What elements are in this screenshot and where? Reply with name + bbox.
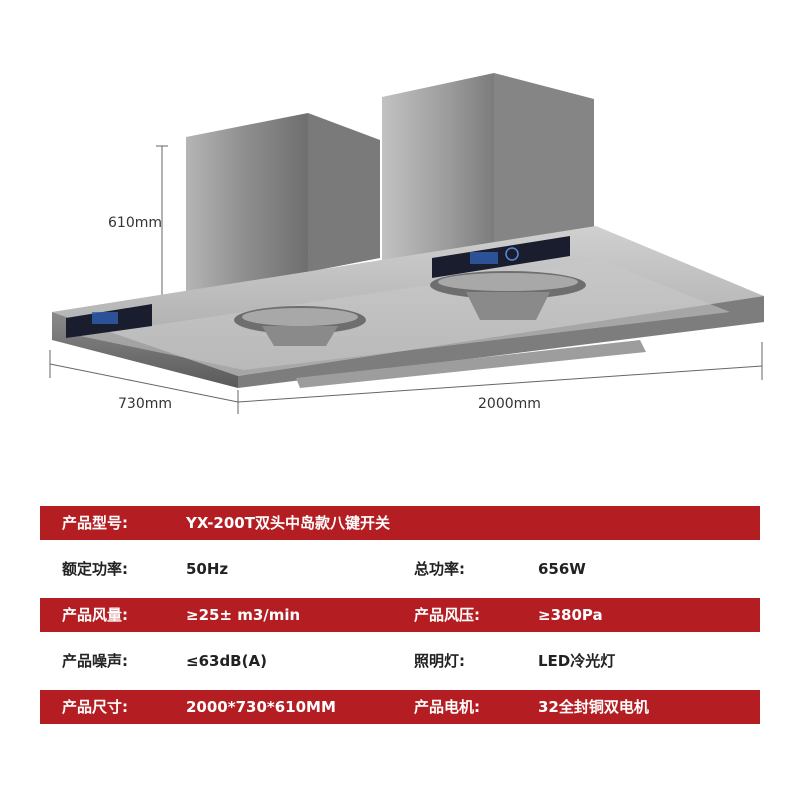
spec-row: 额定功率: 50Hz 总功率: 656W bbox=[40, 552, 760, 586]
control-panel-right bbox=[432, 236, 570, 278]
spec-value: ≥380Pa bbox=[538, 606, 603, 624]
dimension-lines bbox=[49, 145, 763, 414]
spec-value: 2000*730*610MM bbox=[186, 698, 336, 716]
spec-row: 产品风量: ≥25± m3/min 产品风压: ≥380Pa bbox=[40, 598, 760, 632]
spec-label: 产品噪声: bbox=[62, 652, 128, 670]
depth-dimension-label: 730mm bbox=[118, 396, 172, 412]
spec-label: 产品风量: bbox=[62, 606, 128, 624]
chimney-left bbox=[186, 113, 380, 300]
spec-value: 656W bbox=[538, 560, 586, 578]
spec-row: 产品尺寸: 2000*730*610MM 产品电机: 32全封铜双电机 bbox=[40, 690, 760, 724]
spec-value: LED冷光灯 bbox=[538, 652, 616, 670]
spec-label: 产品型号: bbox=[62, 514, 128, 532]
product-image-area: 610mm 730mm 2000mm bbox=[49, 73, 764, 414]
spec-label: 照明灯: bbox=[414, 652, 465, 670]
spec-value: 32全封铜双电机 bbox=[538, 698, 649, 716]
spec-label: 总功率: bbox=[414, 560, 465, 578]
spec-table: 产品型号: YX-200T双头中岛款八键开关 额定功率: 50Hz 总功率: 6… bbox=[40, 506, 760, 736]
spec-value: ≥25± m3/min bbox=[186, 606, 301, 624]
spec-row: 产品噪声: ≤63dB(A) 照明灯: LED冷光灯 bbox=[40, 644, 760, 678]
fan-vent-right bbox=[430, 271, 586, 320]
spec-label: 产品风压: bbox=[414, 606, 480, 624]
height-dimension-label: 610mm bbox=[108, 215, 162, 231]
chimney-right bbox=[382, 73, 594, 268]
spec-label: 产品电机: bbox=[414, 698, 480, 716]
spec-value: 50Hz bbox=[186, 560, 229, 578]
control-panel-left bbox=[66, 304, 152, 338]
range-hood-illustration bbox=[49, 73, 764, 414]
fan-vent-left bbox=[234, 306, 366, 346]
spec-label: 额定功率: bbox=[62, 560, 128, 578]
spec-row-model: 产品型号: YX-200T双头中岛款八键开关 bbox=[40, 506, 760, 540]
spec-label: 产品尺寸: bbox=[62, 698, 128, 716]
width-dimension-label: 2000mm bbox=[478, 396, 541, 412]
spec-value: ≤63dB(A) bbox=[186, 652, 267, 670]
spec-value: YX-200T双头中岛款八键开关 bbox=[186, 514, 390, 532]
